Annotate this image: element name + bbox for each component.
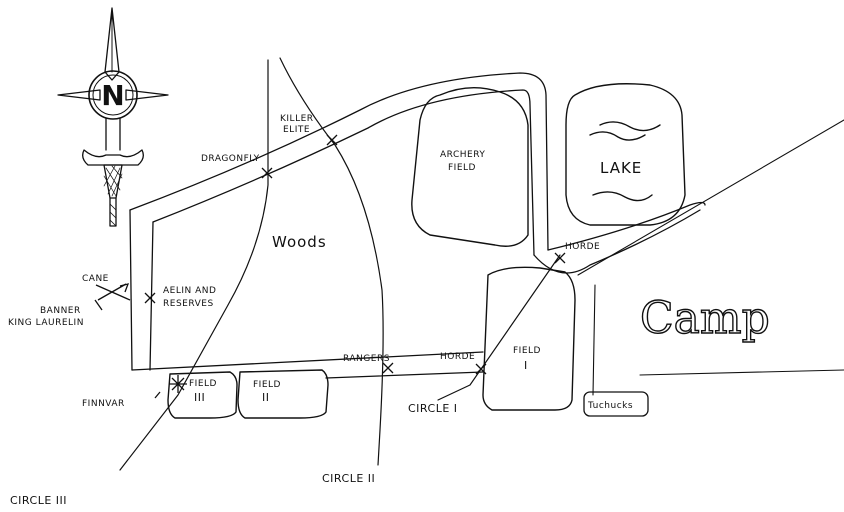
field-two-label-line1: FIELD <box>253 380 281 390</box>
aelin-reserves-marker-icon <box>144 292 156 304</box>
finnvar-marker-icon <box>169 375 187 393</box>
aelin-reserves-label-line1: AELIN AND <box>163 286 216 296</box>
position-markers <box>94 134 566 399</box>
south-road-upper-edge <box>131 351 484 371</box>
lake-label: LAKE <box>600 159 642 177</box>
main-road-upper-edge <box>129 72 549 251</box>
tuchucks-area <box>583 391 649 417</box>
horde-bottom-label: HORDE <box>440 352 475 362</box>
archery-field-label-line1: ARCHERY <box>440 150 485 160</box>
field-two-area <box>237 369 329 419</box>
main-road-lower-edge <box>152 89 535 256</box>
killer-elite-label-line1: KILLER <box>280 114 314 124</box>
finnvar-pointer-line <box>154 391 161 399</box>
field-one-area <box>482 266 576 411</box>
map-labels: Woods ARCHERY FIELD LAKE Camp FIELD I FI… <box>8 114 770 507</box>
woods-and-circle-paths <box>119 57 561 471</box>
circle-three-label: CIRCLE III <box>10 494 67 507</box>
west-road-outer-edge <box>129 209 133 371</box>
circle-two-path <box>279 57 384 466</box>
circle-one-label: CIRCLE I <box>408 402 458 415</box>
banner-label-line2: KING LAURELIN <box>8 318 84 328</box>
killer-elite-marker-icon <box>326 134 338 146</box>
areas <box>167 83 686 419</box>
horde-top-label: HORDE <box>565 242 600 252</box>
archery-field-label-line2: FIELD <box>448 163 476 173</box>
south-road-lower-edge <box>325 371 484 379</box>
roads <box>129 72 844 396</box>
dragonfly-label: DRAGONFLY <box>201 154 260 164</box>
cane-arrow-icon <box>119 283 130 293</box>
field-three-label-line2: III <box>194 391 205 404</box>
camp-boundary-west <box>592 284 596 396</box>
field-one-label-line2: I <box>524 359 528 372</box>
rangers-marker-icon <box>382 362 394 374</box>
cane-banner-cross-icon <box>95 283 131 301</box>
circle-one-path <box>437 254 561 401</box>
killer-elite-label-line2: ELITE <box>283 125 310 135</box>
banner-label-line1: BANNER <box>40 306 81 316</box>
tuchucks-label: Tuchucks <box>587 401 633 411</box>
camp-boundary-south <box>639 369 844 376</box>
lake-area <box>565 83 686 226</box>
cane-label: CANE <box>82 274 109 284</box>
woods-label: Woods <box>272 233 327 251</box>
field-two-label-line2: II <box>262 391 270 404</box>
circle-three-path <box>119 59 269 471</box>
field-one-label-line1: FIELD <box>513 346 541 356</box>
compass-rose-icon: N <box>57 7 169 227</box>
camp-road-lower-edge <box>533 209 701 274</box>
camp-label: Camp <box>640 293 770 344</box>
banner-pointer-line <box>94 299 103 311</box>
circle-two-label: CIRCLE II <box>322 472 375 485</box>
northeast-line <box>577 119 844 276</box>
dragonfly-marker-icon <box>261 167 273 179</box>
rangers-label: RANGERS <box>343 354 390 364</box>
field-three-area <box>167 371 238 419</box>
field-three-label-line1: FIELD <box>189 379 217 389</box>
horde-top-marker-icon <box>554 252 566 264</box>
compass-north-letter: N <box>101 79 124 112</box>
horde-bottom-marker-icon <box>475 363 487 375</box>
finnvar-label: FINNVAR <box>82 399 125 409</box>
aelin-reserves-label-line2: RESERVES <box>163 299 214 309</box>
archery-field-area <box>411 87 529 247</box>
